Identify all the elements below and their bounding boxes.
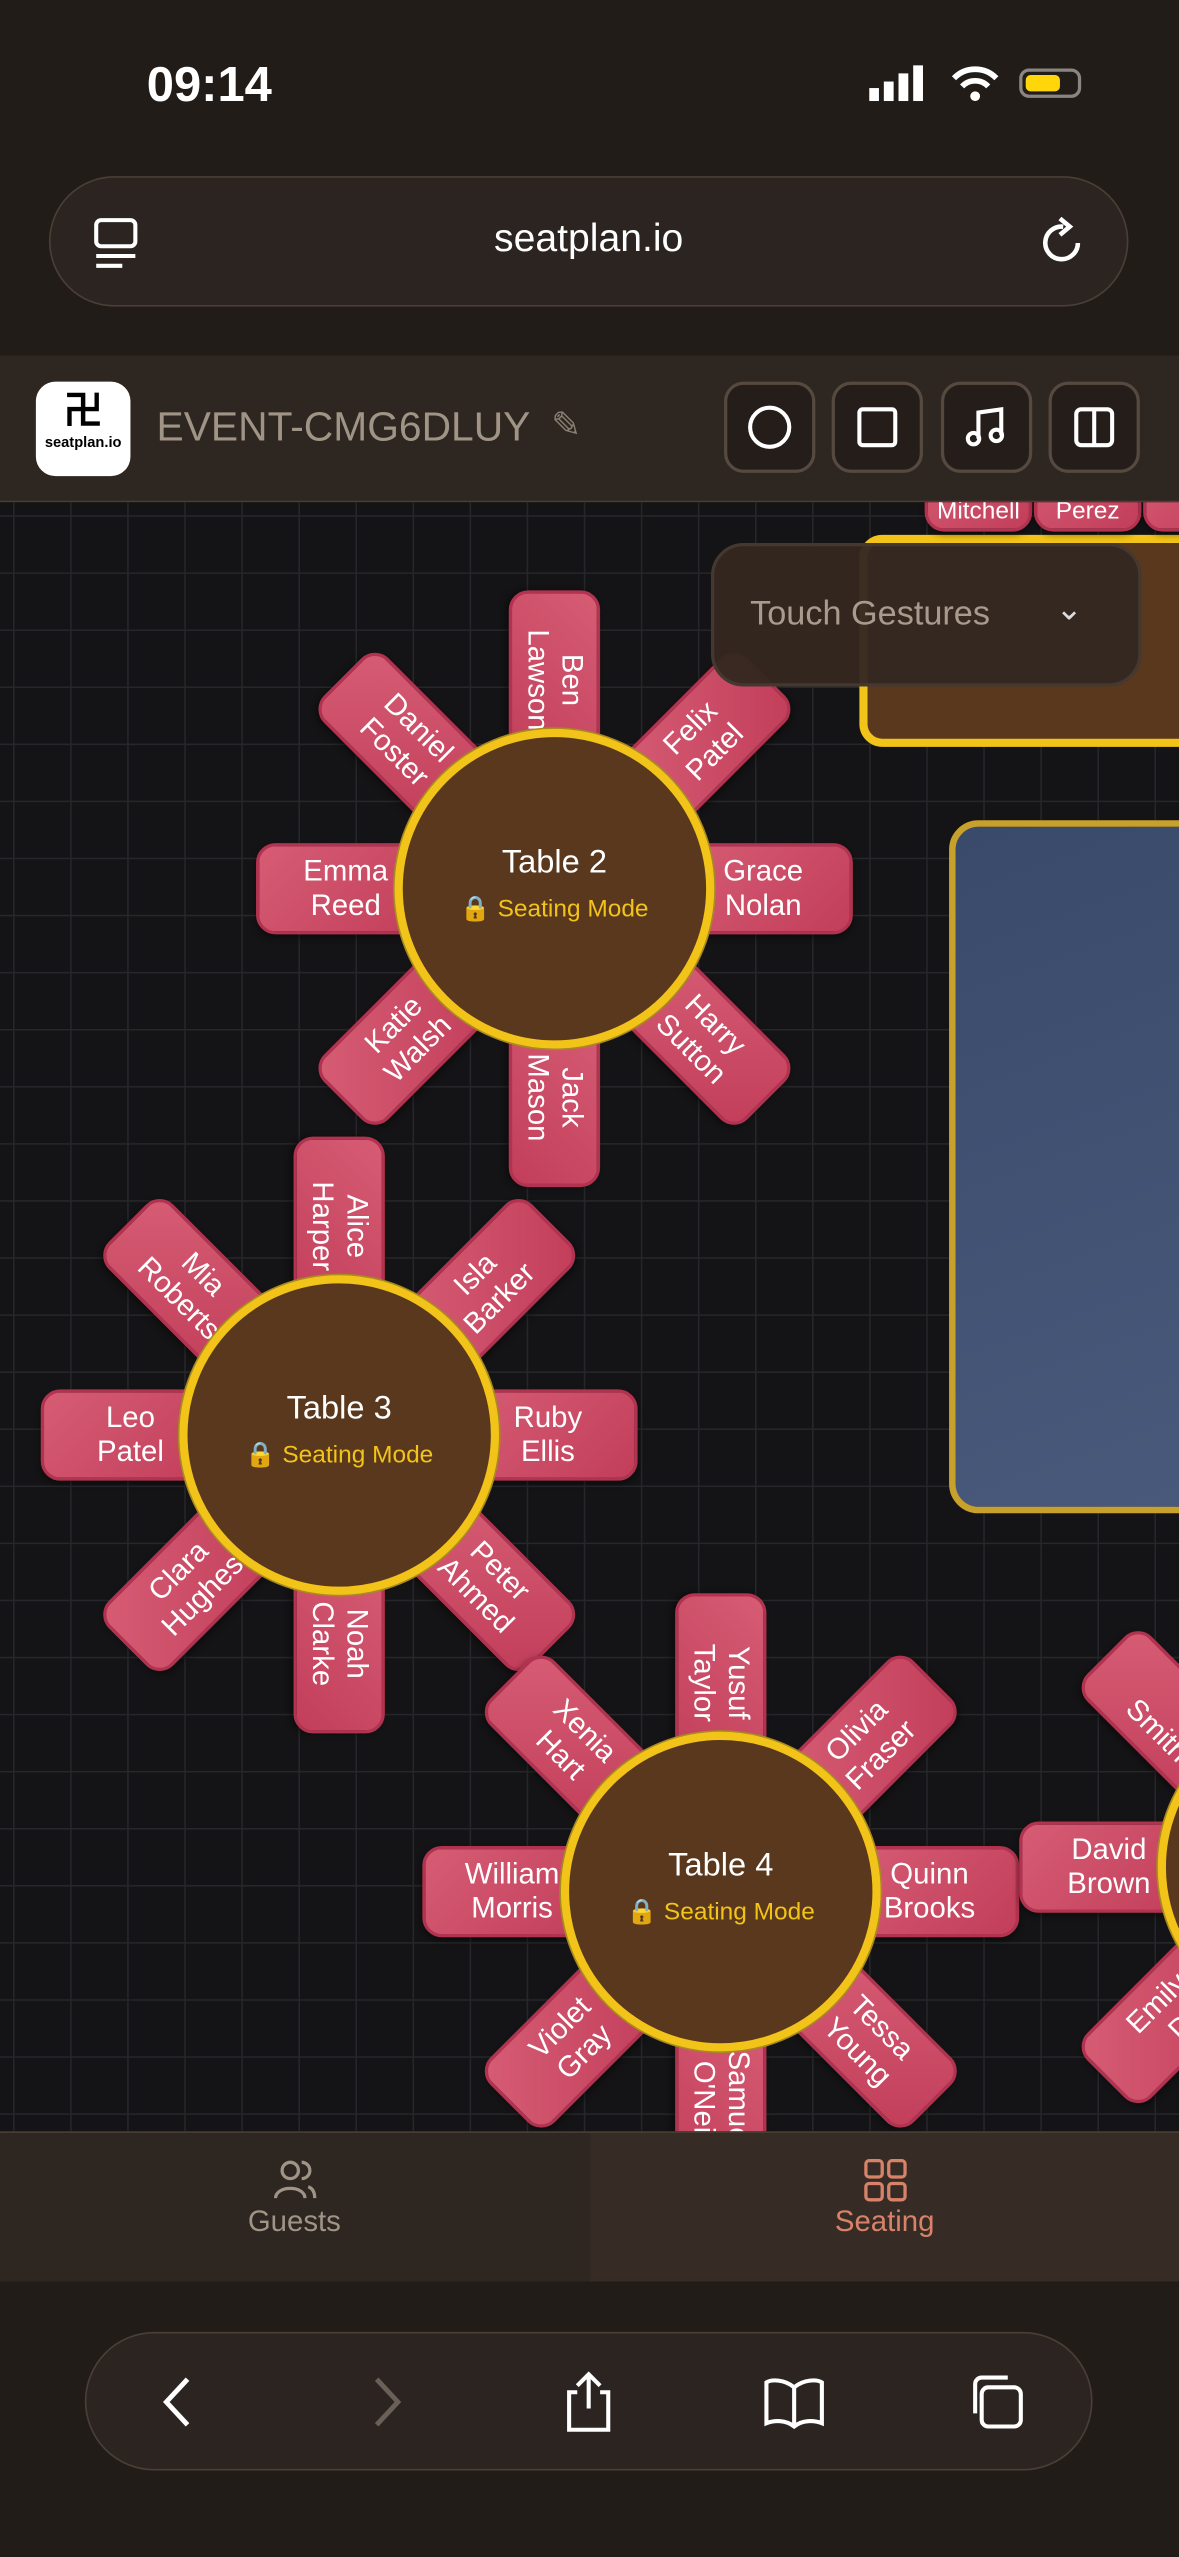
guest-name: KenMitchell: [936, 502, 1020, 526]
add-rect-table-button[interactable]: [831, 381, 923, 473]
split-view-button[interactable]: [1048, 381, 1140, 473]
status-bar: 09:14: [0, 0, 1179, 163]
share-button[interactable]: [553, 2366, 625, 2438]
forward-button[interactable]: [351, 2366, 423, 2438]
music-button[interactable]: [940, 381, 1033, 473]
wifi-icon: [951, 66, 999, 102]
tab-seating[interactable]: Seating: [590, 2132, 1179, 2282]
app-toolbar: 卍 seatplan.io EVENT-CMG6DLUY ✎: [0, 355, 1179, 503]
tab-overview-icon[interactable]: [93, 217, 142, 269]
guest-name: LucaPerez: [1055, 502, 1120, 526]
url-text[interactable]: seatplan.io: [494, 216, 684, 261]
share-icon: [567, 2371, 611, 2432]
seat[interactable]: Smith: [1074, 1623, 1179, 1816]
users-icon: [273, 2160, 316, 2199]
rect-table-seat[interactable]: LucaPerez: [1033, 502, 1142, 532]
tabs-icon: [973, 2375, 1023, 2429]
table-name: Table 4: [668, 1847, 774, 1884]
tab-guests-label: Guests: [247, 2204, 341, 2238]
grid-icon: [863, 2159, 906, 2202]
chevron-down-icon: ⌄: [1055, 591, 1083, 628]
lock-icon: 🔒: [626, 1898, 664, 1926]
round-table[interactable]: Table 4 🔒 Seating Mode: [560, 1731, 881, 2052]
bookmarks-button[interactable]: [758, 2366, 830, 2438]
chevron-left-icon: [162, 2377, 190, 2427]
bottom-tabs: Guests Seating: [0, 2131, 1179, 2282]
browser-bottom-bar: [84, 2331, 1093, 2471]
guest-name: Smith: [1120, 1693, 1179, 1770]
music-icon: [965, 406, 1005, 447]
table-name: Table 3: [286, 1390, 392, 1427]
round-table[interactable]: Table 3 🔒 Seating Mode: [179, 1275, 499, 1595]
seating-mode-label: 🔒 Seating Mode: [626, 1898, 815, 1926]
touch-gestures-label: Touch Gestures: [750, 595, 990, 633]
seating-mode-label: 🔒 Seating Mode: [245, 1441, 434, 1470]
circle-icon: [748, 405, 792, 449]
seating-mode-label: 🔒 Seating Mode: [460, 895, 649, 923]
app-logo[interactable]: 卍 seatplan.io: [35, 381, 131, 477]
round-table[interactable]: Table 2 🔒 Seating Mode: [394, 728, 715, 1049]
square-icon: [857, 407, 898, 448]
tabs-button[interactable]: [960, 2366, 1032, 2438]
table-name: Table 2: [501, 844, 608, 881]
rect-table-seat[interactable]: KenMitchell: [924, 502, 1033, 532]
edit-pencil-icon[interactable]: ✎: [551, 404, 582, 446]
book-icon: [764, 2378, 824, 2430]
lock-icon: 🔒: [245, 1441, 283, 1470]
rect-table-seat[interactable]: [1143, 502, 1179, 532]
address-bar[interactable]: seatplan.io: [48, 176, 1129, 307]
chevron-right-icon: [374, 2377, 402, 2427]
touch-gestures-dropdown[interactable]: Touch Gestures ⌄: [710, 543, 1142, 687]
event-title[interactable]: EVENT-CMG6DLUY: [156, 404, 531, 451]
back-button[interactable]: [142, 2366, 214, 2438]
tab-guests[interactable]: Guests: [0, 2133, 589, 2281]
blue-rect-table[interactable]: [949, 820, 1179, 1514]
reload-icon[interactable]: [1039, 216, 1088, 269]
add-round-table-button[interactable]: [724, 381, 816, 473]
panel-icon: [1074, 407, 1115, 448]
tab-seating-label: Seating: [834, 2204, 935, 2238]
status-time: 09:14: [146, 58, 272, 113]
lock-icon: 🔒: [460, 895, 498, 923]
signal-icon: [869, 65, 923, 102]
battery-icon: [1019, 68, 1082, 98]
